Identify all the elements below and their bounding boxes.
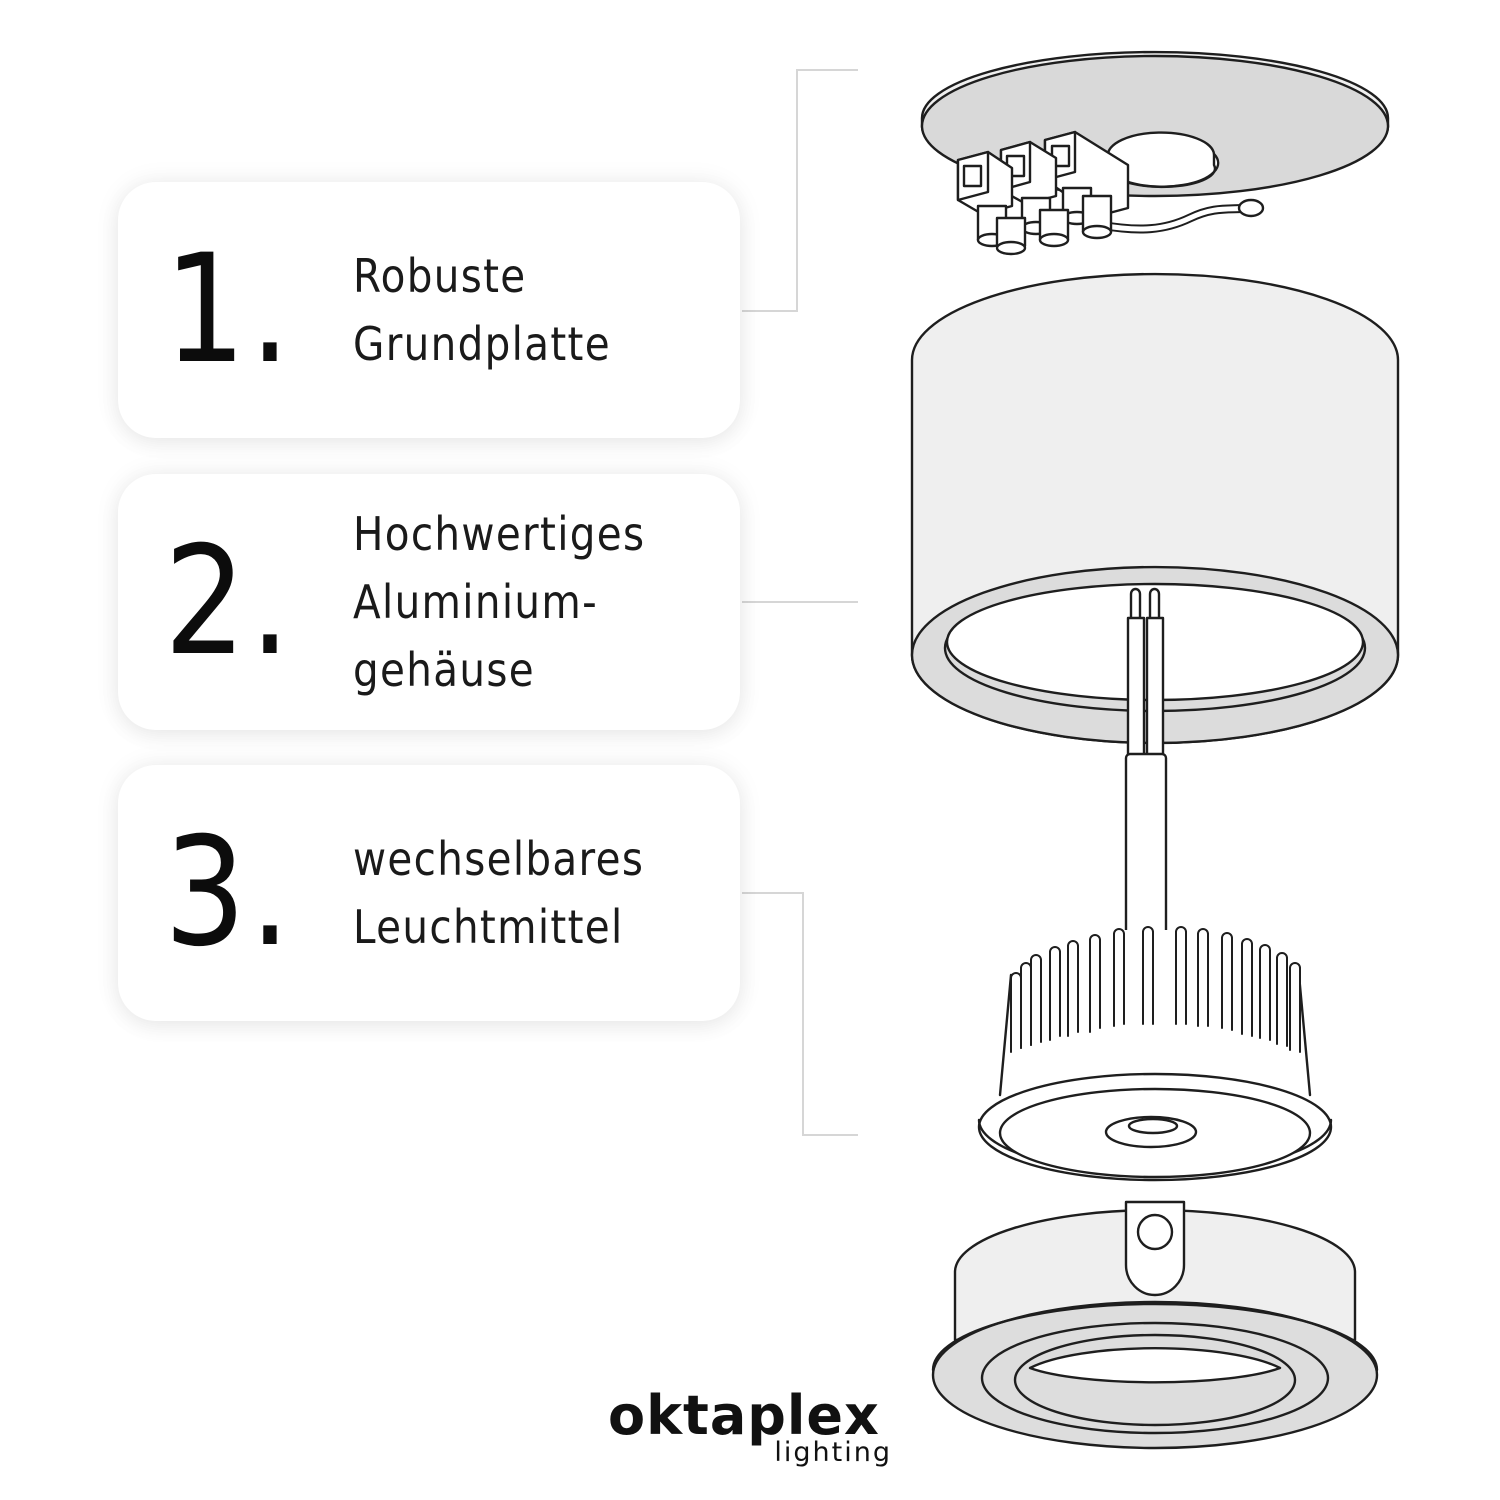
feature-card-1: 1. Robuste Grundplatte [118, 182, 740, 438]
housing-illustration [910, 272, 1400, 757]
feature-number: 3. [164, 806, 294, 980]
brand-name: oktaplex [608, 1384, 880, 1447]
feature-card-3: 3. wechselbares Leuchtmittel [118, 765, 740, 1021]
feature-label: wechselbares Leuchtmittel [353, 832, 645, 954]
base-plate-illustration [920, 50, 1390, 256]
brand-subline: lighting [774, 1437, 892, 1468]
trim-ring-illustration [931, 1200, 1379, 1450]
feature-card-2: 2. Hochwertiges Aluminium- gehäuse [118, 474, 740, 730]
brand-logo: oktaplex lighting [608, 1386, 898, 1476]
led-module-illustration [977, 926, 1333, 1182]
cable-illustration [1124, 752, 1168, 946]
feature-number: 1. [164, 223, 294, 397]
feature-number: 2. [164, 515, 294, 689]
feature-label: Hochwertiges Aluminium- gehäuse [353, 507, 646, 697]
feature-label: Robuste Grundplatte [353, 249, 611, 371]
